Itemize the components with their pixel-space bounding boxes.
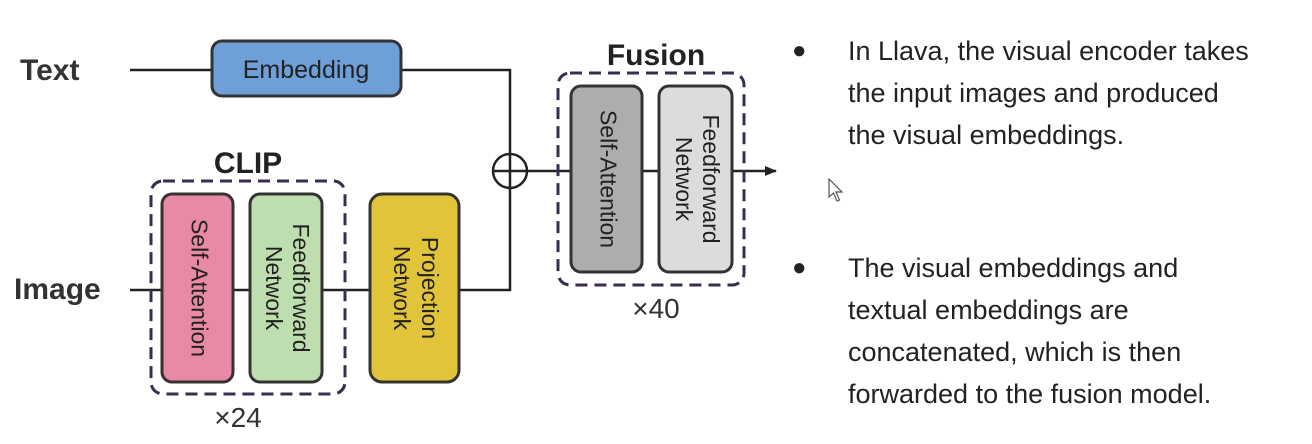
- embedding-to-sum-line: [401, 68, 512, 154]
- concat-sum-node: [491, 152, 529, 190]
- bullet-marker: ●: [792, 254, 807, 281]
- bullet-line: The visual embeddings and: [848, 253, 1179, 283]
- projection-to-sum-line: [459, 188, 512, 292]
- clip-feedforward-box: [248, 192, 324, 384]
- clip-group: CLIP Self-Attention Feedforward Network …: [149, 147, 347, 433]
- fusion-feedforward-label-line1: Feedforward: [698, 114, 724, 243]
- projection-box: [368, 192, 461, 384]
- bullet-item-concatenation: ● The visual embeddings and textual embe…: [788, 247, 1211, 415]
- llava-architecture-diagram: Text Image Embedding CLIP Self-Attention…: [14, 39, 777, 433]
- bullet-line: the visual embeddings.: [848, 120, 1125, 150]
- bullet-item-visual-encoder: ● In Llava, the visual encoder takes the…: [788, 30, 1249, 156]
- clip-self-attention-label: Self-Attention: [186, 219, 212, 357]
- clip-feedforward-label-line1: Feedforward: [288, 223, 314, 352]
- embedding-box: [210, 39, 403, 98]
- bullet-line: concatenated, which is then: [848, 337, 1182, 367]
- projection-block: Projection Network: [368, 192, 461, 384]
- fusion-feedforward-box: [657, 84, 734, 274]
- fusion-dashed-border: [556, 71, 746, 287]
- bullet-marker: ●: [792, 37, 807, 64]
- clip-feedforward-label-line2: Network: [261, 246, 287, 331]
- fusion-self-attention-label: Self-Attention: [595, 110, 621, 248]
- clip-title: CLIP: [214, 147, 282, 180]
- fusion-group: Fusion Self-Attention Feedforward Networ…: [556, 39, 746, 324]
- projection-label-line1: Projection: [417, 237, 443, 339]
- bullet-line: textual embeddings are: [848, 295, 1129, 325]
- text-input-label: Text: [20, 54, 79, 87]
- bullet-line: In Llava, the visual encoder takes: [848, 36, 1249, 66]
- embedding-label: Embedding: [243, 56, 369, 84]
- fusion-self-attention-box: [569, 84, 644, 274]
- mouse-pointer-icon: [828, 178, 844, 202]
- fusion-feedforward-label-line2: Network: [671, 137, 697, 222]
- projection-label-line2: Network: [389, 246, 415, 331]
- fusion-repeat-label: ×40: [632, 293, 680, 324]
- fusion-title: Fusion: [607, 39, 705, 72]
- clip-repeat-label: ×24: [214, 402, 262, 433]
- image-input-label: Image: [14, 273, 101, 306]
- embedding-block: Embedding: [210, 39, 403, 98]
- bullet-line: the input images and produced: [848, 78, 1219, 108]
- clip-self-attention-box: [160, 192, 235, 384]
- clip-dashed-border: [149, 179, 347, 396]
- bullet-line: forwarded to the fusion model.: [848, 379, 1212, 409]
